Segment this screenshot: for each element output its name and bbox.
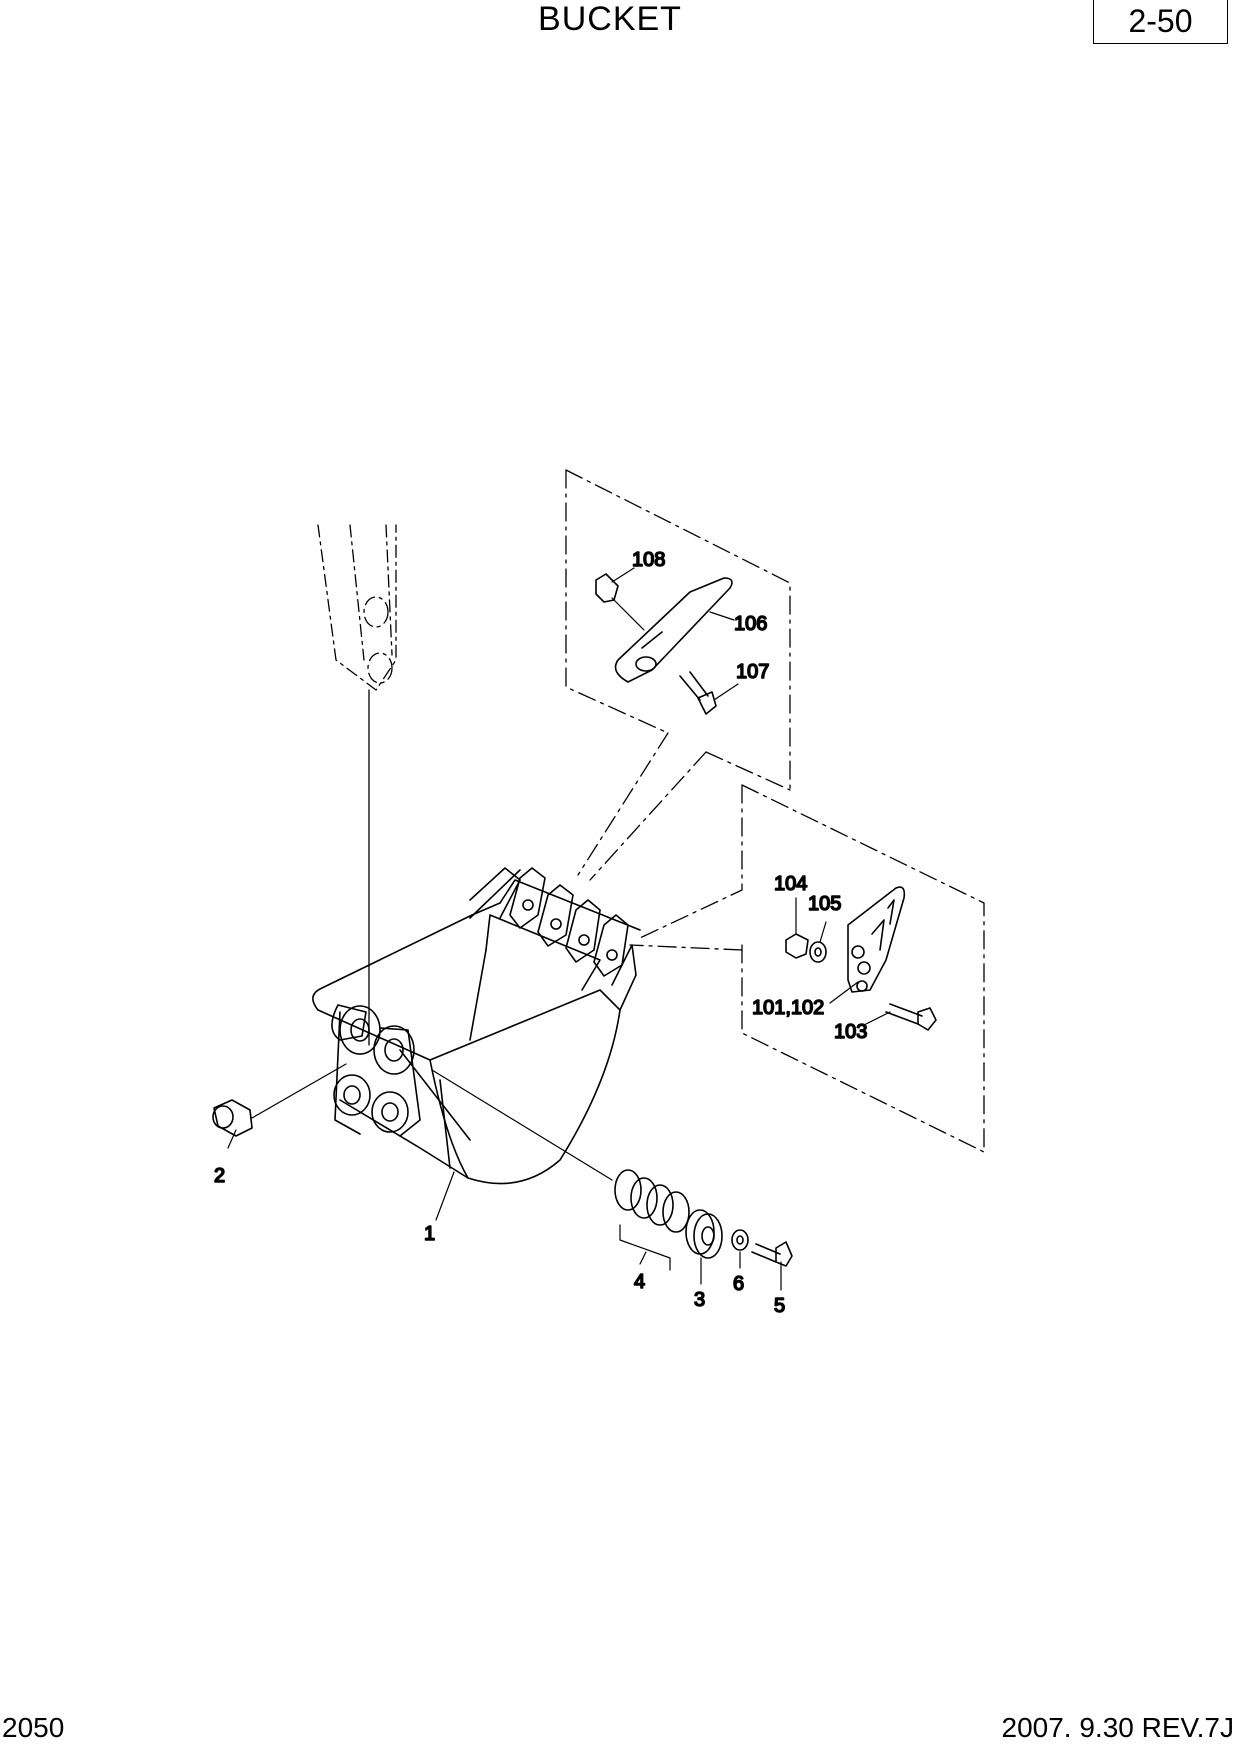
tooth-detail-box	[565, 469, 791, 881]
side-cutter-detail-box	[629, 784, 985, 1153]
callout-6: 6	[733, 1273, 744, 1295]
part-101-side-cutter	[847, 886, 906, 993]
callout-1: 1	[424, 1223, 435, 1245]
part-107-bolt	[679, 671, 717, 715]
callout-108: 108	[632, 549, 665, 571]
part-6-washer	[731, 1229, 749, 1251]
part-5-bolt	[751, 1241, 793, 1267]
callout-106: 106	[734, 613, 767, 635]
bucket-teeth	[469, 867, 629, 977]
page-title: BUCKET	[538, 0, 682, 38]
part-104-nut	[785, 897, 809, 959]
callout-4: 4	[634, 1271, 645, 1293]
part-108-pin	[595, 573, 645, 631]
bucket-body	[312, 869, 641, 1185]
callout-105: 105	[808, 893, 841, 915]
part-105-washer	[809, 921, 827, 963]
part-4-shims	[431, 1069, 690, 1271]
model-number: 2050	[2, 1712, 65, 1743]
page-code-box: 2-50	[1093, 0, 1228, 44]
callout-107: 107	[736, 661, 769, 683]
callout-101-102: 101,102	[752, 997, 824, 1019]
callout-2: 2	[214, 1165, 225, 1187]
callout-leaders	[227, 567, 891, 1291]
part-2-pin-cap	[212, 1063, 347, 1137]
part-103-bolt	[885, 1003, 937, 1031]
part-3-collar	[685, 1209, 723, 1259]
callout-103: 103	[834, 1021, 867, 1043]
callout-5: 5	[774, 1295, 785, 1317]
callout-3: 3	[694, 1289, 705, 1311]
revision-date: 2007. 9.30 REV.7J	[1001, 1712, 1234, 1743]
arm-ghost-outline	[317, 524, 397, 691]
callout-104: 104	[774, 873, 807, 895]
part-106-tooth-adapter	[614, 577, 733, 683]
